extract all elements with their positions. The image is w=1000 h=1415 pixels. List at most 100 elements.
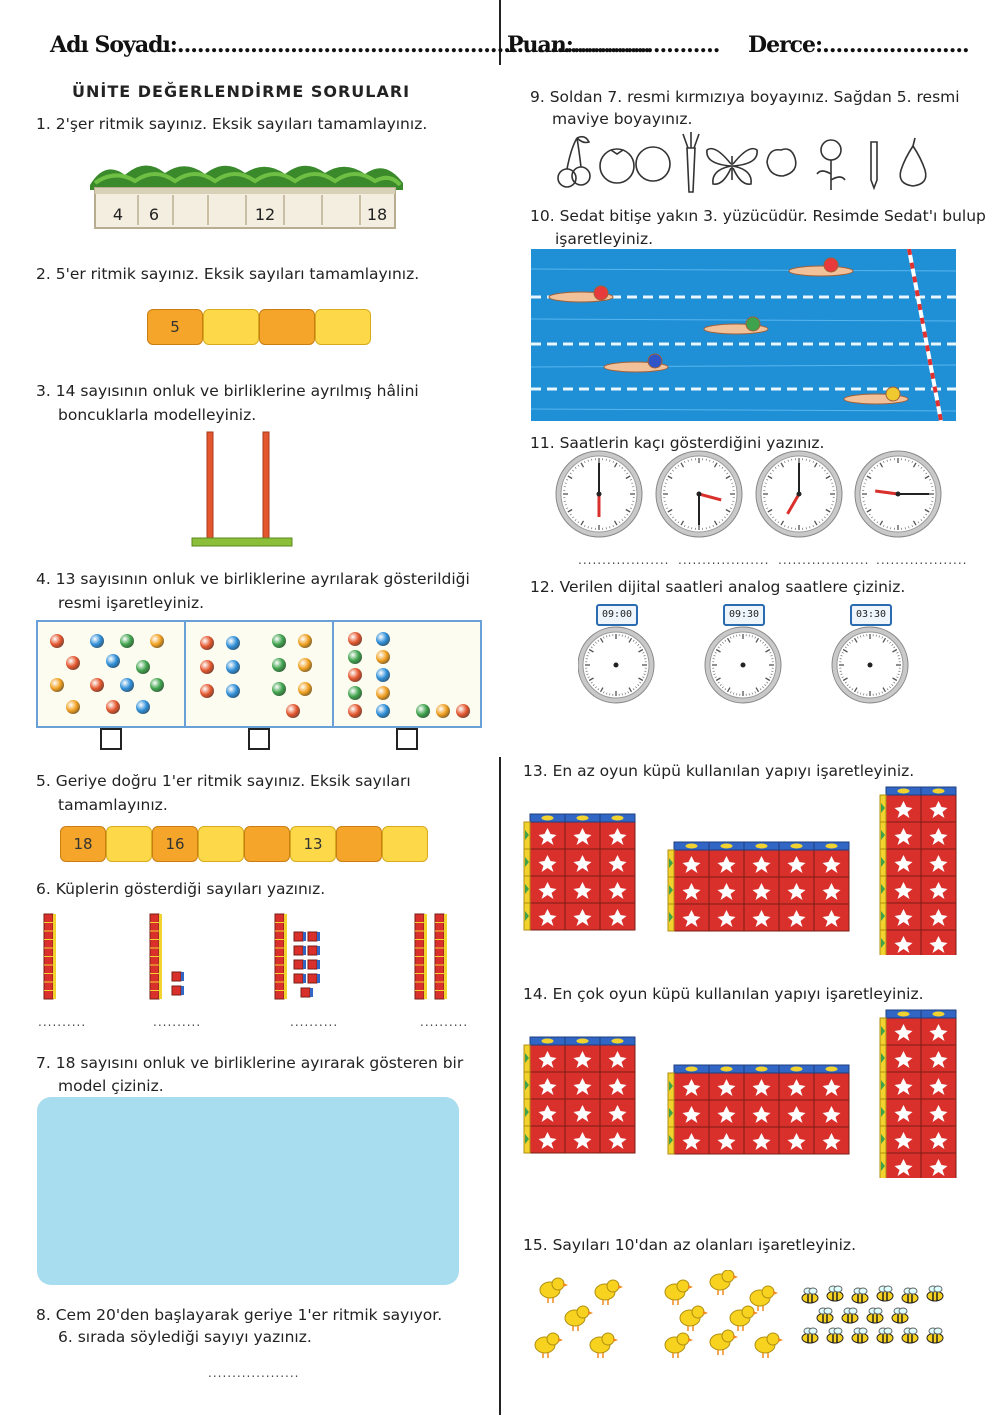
number-cell[interactable]: 6 [148,205,160,224]
checkbox[interactable] [100,728,122,750]
marble [456,704,470,718]
bead[interactable] [106,826,152,862]
marble [66,656,80,670]
answer-blank[interactable]: ................... [208,1366,300,1380]
checkbox[interactable] [248,728,270,750]
bee-icon [841,1307,859,1324]
cube-structures-q13[interactable] [522,785,962,955]
answer-blank[interactable]: .......... [420,1015,469,1029]
cube-structures-q14[interactable] [522,1008,962,1178]
checkbox[interactable] [396,728,418,750]
answer-blank[interactable]: .......... [153,1015,202,1029]
bead[interactable]: 13 [290,826,336,862]
marble [226,660,240,674]
answer-blank[interactable]: .......... [290,1015,339,1029]
marble-panel-2[interactable] [184,620,334,728]
butterfly-icon [706,147,758,185]
bee-icon [926,1285,944,1302]
outline-pictures[interactable] [555,130,945,195]
unit-cube [171,985,184,996]
chick-icon [539,1277,568,1303]
marble [106,700,120,714]
bead[interactable] [203,309,259,345]
q4-panels [36,620,482,728]
marble [298,682,312,696]
ten-rod [414,913,427,1000]
marble [348,686,362,700]
q4-text-1: 4. 13 sayısının onluk ve birliklerine ay… [36,570,470,588]
score-label: Puan:...................... [507,32,720,58]
answer-blank[interactable]: ................... [578,553,670,567]
unit-cube [293,959,306,970]
bead[interactable] [259,309,315,345]
name-label: Adı Soyadı:.............................… [50,32,651,58]
animal-groups-image[interactable] [525,1270,955,1365]
analog-clock [831,626,909,704]
bead[interactable] [315,309,371,345]
bee-icon [866,1307,884,1324]
analog-clock [578,626,655,704]
marble [226,684,240,698]
bee-icon [876,1327,894,1344]
q8-text-2: 6. sırada söylediği sayıyı yazınız. [58,1328,312,1346]
chick-icon [709,1270,738,1295]
answer-blank[interactable]: .......... [38,1015,87,1029]
analog-clock [755,450,843,538]
cube-structure [667,841,850,932]
bead[interactable] [244,826,290,862]
bee-icon [901,1327,919,1344]
bee-icon [891,1307,909,1324]
bead[interactable]: 18 [60,826,106,862]
marble [376,632,390,646]
marble [90,634,104,648]
q6-text: 6. Küplerin gösterdiği sayıları yazınız. [36,880,326,898]
answer-blank[interactable]: ................... [678,553,770,567]
chick-icon [749,1285,778,1311]
tomato-icon [599,148,635,184]
unit-cube [307,973,320,984]
marble [136,660,150,674]
marble [120,634,134,648]
chick-icon [664,1332,693,1358]
number-cell[interactable]: 12 [254,205,276,224]
carrot-icon [682,132,700,193]
ten-rod [434,913,447,1000]
number-cell[interactable]: 18 [366,205,388,224]
column-divider-top [499,0,501,65]
answer-blank[interactable]: ................... [778,553,870,567]
grass-planter-image [90,165,403,229]
bead[interactable] [198,826,244,862]
analog-clock [704,626,782,704]
marble [136,700,150,714]
marble [90,678,104,692]
chick-icon [564,1305,593,1331]
column-divider-bottom [499,757,501,1415]
bead[interactable]: 5 [147,309,203,345]
bead[interactable]: 16 [152,826,198,862]
bead[interactable] [336,826,382,862]
q3-text-2: boncuklarla modelleyiniz. [58,406,257,424]
q12-text: 12. Verilen dijital saatleri analog saat… [530,578,906,596]
q5-bead-chain: 18 16 13 [60,826,428,862]
marble [66,700,80,714]
chick-icon [664,1279,693,1305]
number-cell[interactable]: 4 [112,205,124,224]
ten-rod [43,913,56,1000]
marble [376,704,390,718]
abacus-image[interactable] [190,430,295,550]
marble [150,634,164,648]
bee-icon [926,1327,944,1344]
answer-blank[interactable]: ................... [876,553,968,567]
bee-icon [851,1287,869,1304]
drawing-area[interactable] [37,1097,459,1285]
blank-analog-clocks[interactable] [578,625,913,705]
orange-icon [635,146,671,182]
swimming-pool-image[interactable] [531,249,956,421]
marble [150,678,164,692]
q5-text-1: 5. Geriye doğru 1'er ritmik sayınız. Eks… [36,772,411,790]
cherry-icon [557,135,591,188]
bead[interactable] [382,826,428,862]
q8-text-1: 8. Cem 20'den başlayarak geriye 1'er rit… [36,1306,443,1324]
chick-icon [729,1305,758,1331]
marble [272,634,286,648]
